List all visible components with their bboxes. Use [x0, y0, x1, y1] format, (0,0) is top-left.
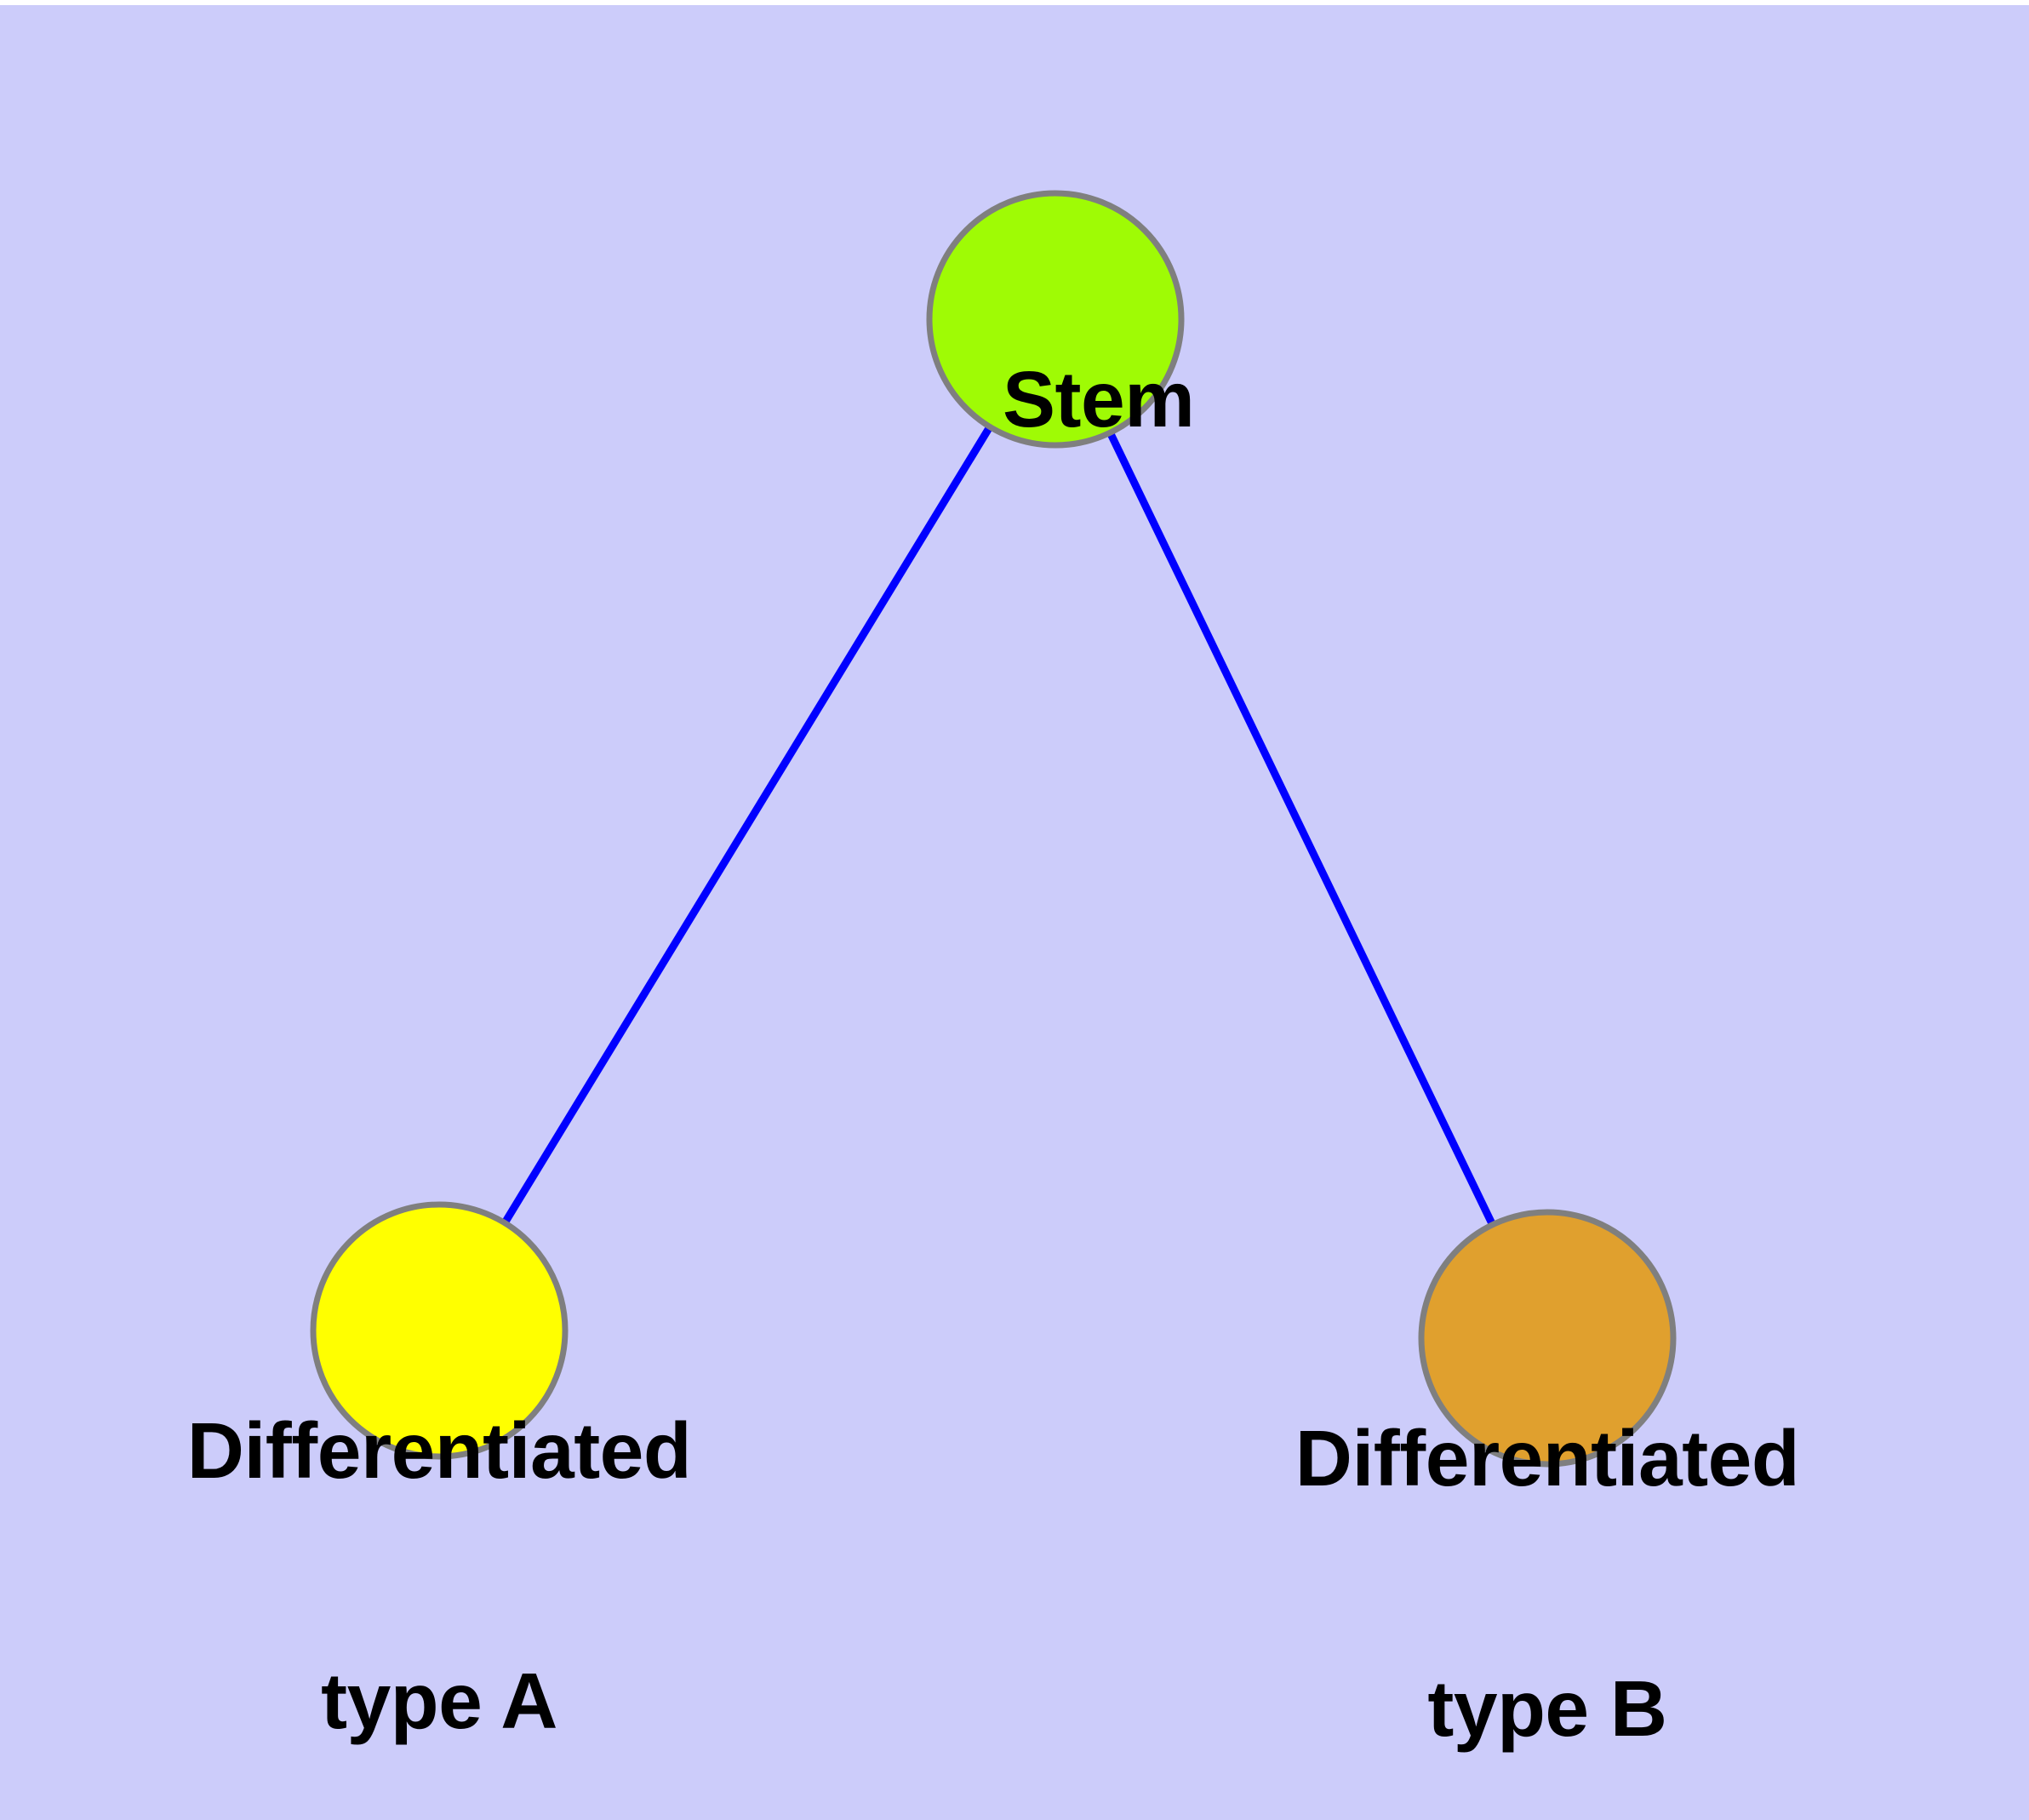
node-layer	[310, 190, 1677, 1468]
node-differentiated-type-b[interactable]	[1418, 1209, 1677, 1468]
node-stem[interactable]	[926, 190, 1185, 449]
edge-layer	[502, 426, 1495, 1225]
node-differentiated-type-a[interactable]	[310, 1201, 569, 1460]
edge-stem-diff-b	[1107, 432, 1495, 1225]
edge-stem-diff-a	[502, 426, 992, 1224]
